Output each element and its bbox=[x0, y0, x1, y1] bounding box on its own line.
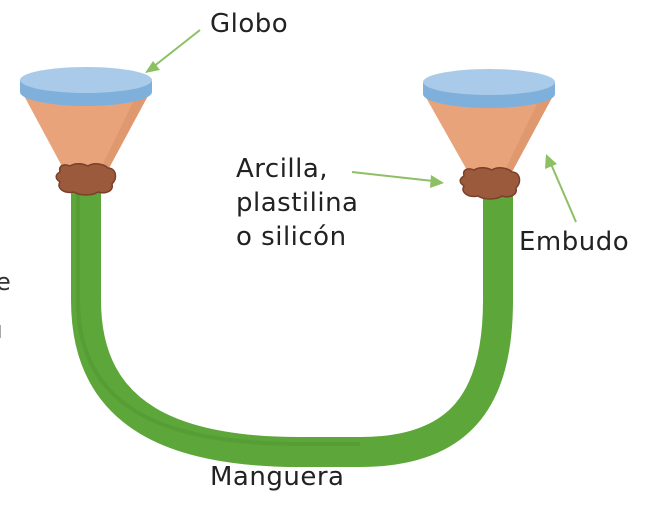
cropped-text-fragment: ı bbox=[0, 315, 3, 345]
clay-left bbox=[55, 162, 117, 196]
hose bbox=[71, 186, 513, 467]
balloon-left-top bbox=[20, 67, 152, 93]
arrow-globo bbox=[145, 29, 201, 73]
funnel-label: Embudo bbox=[519, 227, 630, 257]
clay-right bbox=[459, 166, 521, 200]
clay-label: Arcilla, plastilina o silicón bbox=[236, 152, 358, 254]
cropped-text-fragment: e bbox=[0, 268, 11, 296]
balloon-right-top bbox=[423, 69, 555, 95]
funnel-right-shade bbox=[504, 94, 554, 172]
hose-label: Manguera bbox=[210, 462, 345, 492]
hose-shade bbox=[76, 190, 360, 446]
clay-label-line: Arcilla, bbox=[236, 154, 329, 184]
arrow-embudo bbox=[545, 154, 577, 223]
clay-label-line: o silicón bbox=[236, 222, 347, 252]
funnel-left-shade bbox=[100, 92, 150, 170]
arrow-arcilla bbox=[351, 171, 444, 188]
balloon-label: Globo bbox=[210, 9, 289, 39]
clay-label-line: plastilina bbox=[236, 188, 359, 218]
